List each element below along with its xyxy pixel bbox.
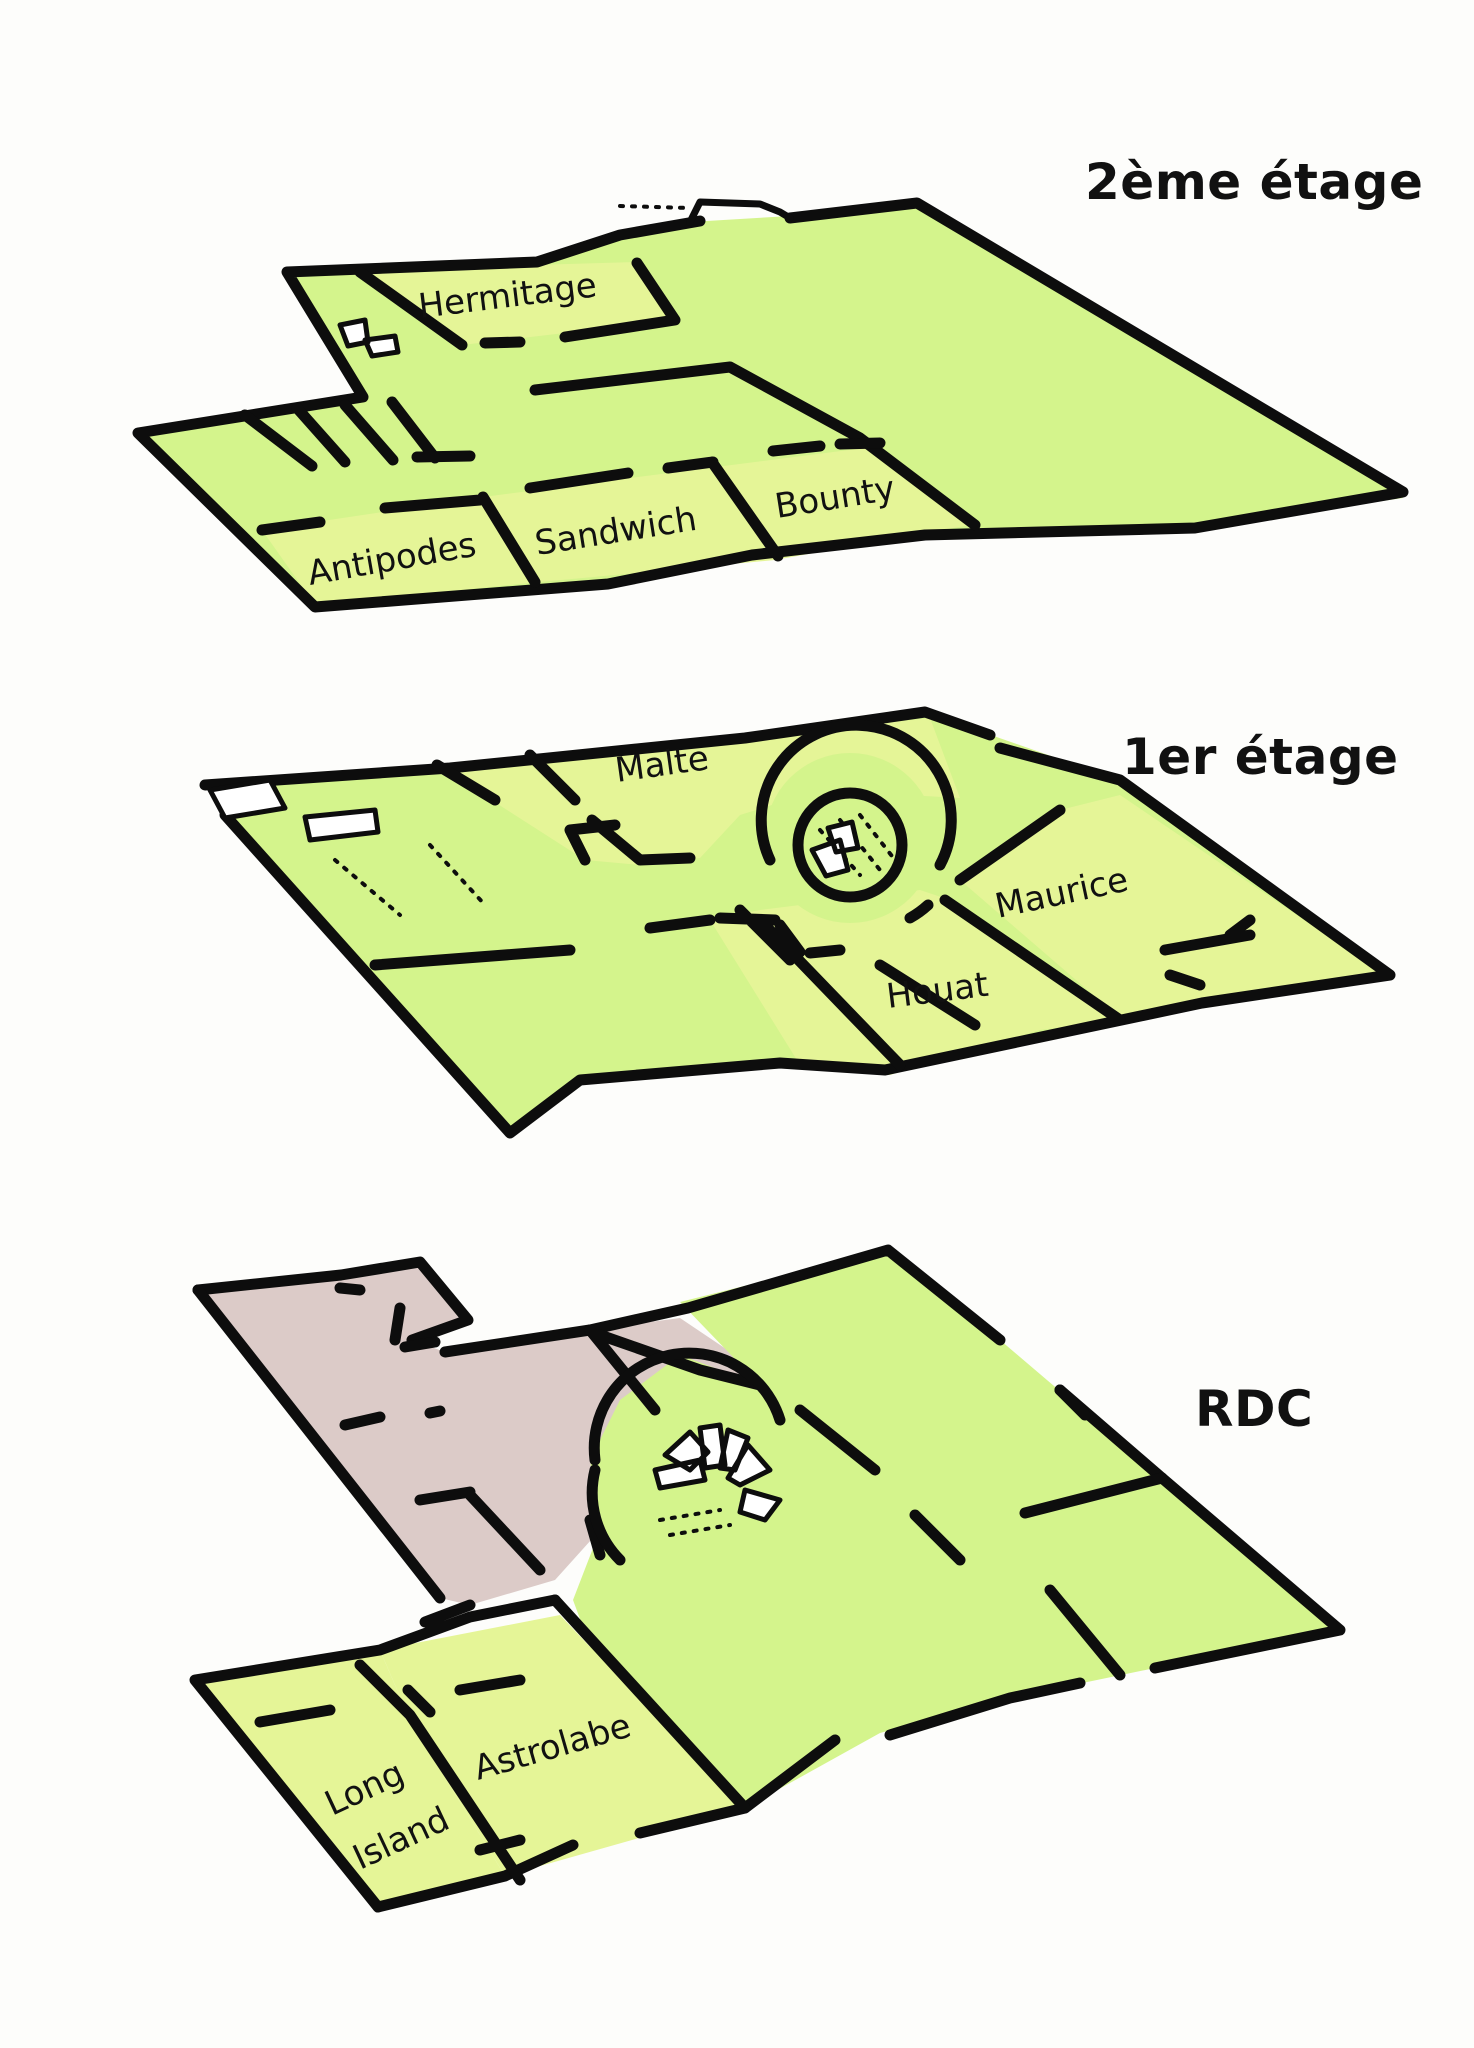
room-sandwich-area xyxy=(483,468,775,583)
floor-1-maurice-wall xyxy=(939,894,1256,1026)
floor-2-corridor-wall xyxy=(529,361,981,531)
rdc-atrium-stair xyxy=(652,1422,783,1523)
floor-1-atrium-ring xyxy=(755,719,957,924)
rdc-service-area xyxy=(195,1262,760,1605)
floor-plan-1er-etage: Malte Maurice Houat xyxy=(199,706,1396,1139)
floor-2-stair-dots xyxy=(618,204,692,210)
floor-plan-rdc: Long Island Astrolabe xyxy=(189,1244,1346,1913)
rdc-common-walls xyxy=(794,1384,1168,1681)
floor-1-malte-wall xyxy=(431,749,696,866)
rdc-long-island-area xyxy=(195,1650,505,1907)
floor-plan-2eme-etage: Hermitage Antipodes Sandwich Bounty xyxy=(132,197,1409,613)
floor-1-atrium-core xyxy=(792,787,908,903)
rdc-service-walls xyxy=(192,1282,766,1604)
room-antipodes-area xyxy=(262,497,529,605)
floor-2-cabins-wall xyxy=(239,396,476,472)
floor-title-2eme-etage: 2ème étage xyxy=(1085,153,1424,211)
rdc-atrium-arc xyxy=(586,1347,786,1566)
floor-1-west-dots xyxy=(333,843,487,917)
rdc-rooms-walls xyxy=(254,1594,751,1886)
floor-2-exterior-wall xyxy=(132,197,1409,613)
floor-1-atrium-stair xyxy=(809,819,861,879)
floor-2-rooms-wall xyxy=(256,437,886,588)
floor-2-stair-top xyxy=(686,198,794,226)
floor-1-exterior-wall xyxy=(199,706,1396,1139)
floor-2-stair-left xyxy=(337,317,401,359)
room-maurice-area xyxy=(960,795,1385,1018)
floor-2-hermitage-wall xyxy=(354,257,681,351)
rdc-atrium-dots xyxy=(658,1508,732,1537)
floor-title-1er-etage: 1er étage xyxy=(1122,728,1399,786)
floor-1-east-wall xyxy=(954,804,1066,886)
floor-title-rdc: RDC xyxy=(1195,1380,1314,1438)
floor-1-stair-left xyxy=(207,777,381,843)
floor-1-corridor-wall xyxy=(369,904,981,1071)
